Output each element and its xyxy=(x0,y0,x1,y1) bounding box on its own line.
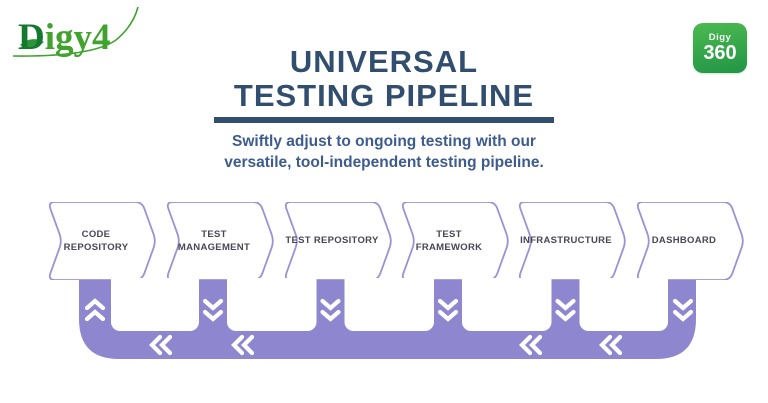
stage-shape xyxy=(284,202,392,280)
stage-label: TEST MANAGEMENT xyxy=(177,228,251,253)
pipe-gap xyxy=(111,278,199,331)
stage-label: DASHBOARD xyxy=(651,235,717,247)
digy360-badge: Digy 360 xyxy=(693,23,747,73)
brand-logo: Digy4 xyxy=(12,6,139,58)
pipe-gap xyxy=(227,278,317,331)
pipeline-connector xyxy=(79,278,696,359)
subtitle: Swiftly adjust to ongoing testing with o… xyxy=(224,133,544,171)
badge-number: 360 xyxy=(703,42,737,64)
page-title: UNIVERSAL TESTING PIPELINE xyxy=(0,44,768,114)
stage-label: CODE REPOSITORY xyxy=(63,228,129,253)
stage-infrastructure: INFRASTRUCTURE xyxy=(514,202,626,280)
stage-test-repository: TEST REPOSITORY xyxy=(280,202,392,280)
pipe-gap xyxy=(462,278,552,331)
stage-test-management: TEST MANAGEMENT xyxy=(162,202,274,280)
title-line-2: TESTING PIPELINE xyxy=(233,78,535,114)
header: UNIVERSAL TESTING PIPELINE Swiftly adjus… xyxy=(0,44,768,173)
stage-shape xyxy=(166,202,274,280)
stage-shape xyxy=(636,202,744,280)
badge-top-label: Digy xyxy=(708,32,732,43)
stage-label: TEST REPOSITORY xyxy=(285,235,379,247)
stage-dashboard: DASHBOARD xyxy=(632,202,744,280)
logo-leaf-icon xyxy=(20,39,44,49)
stage-label: INFRASTRUCTURE xyxy=(520,235,612,247)
title-line-1: UNIVERSAL xyxy=(289,44,479,79)
pipe-gap xyxy=(344,278,434,331)
stage-label: TEST FRAMEWORK xyxy=(415,228,483,253)
logo-text: Digy4 xyxy=(18,17,111,58)
stage-shape xyxy=(401,202,509,280)
stage-shape xyxy=(48,202,156,280)
stage-test-framework: TEST FRAMEWORK xyxy=(397,202,509,280)
pipe-gap xyxy=(579,278,668,331)
stage-code-repository: CODE REPOSITORY xyxy=(44,202,156,280)
stage-shape xyxy=(518,202,626,280)
logo-swoosh xyxy=(12,6,139,57)
title-underline xyxy=(214,117,554,124)
